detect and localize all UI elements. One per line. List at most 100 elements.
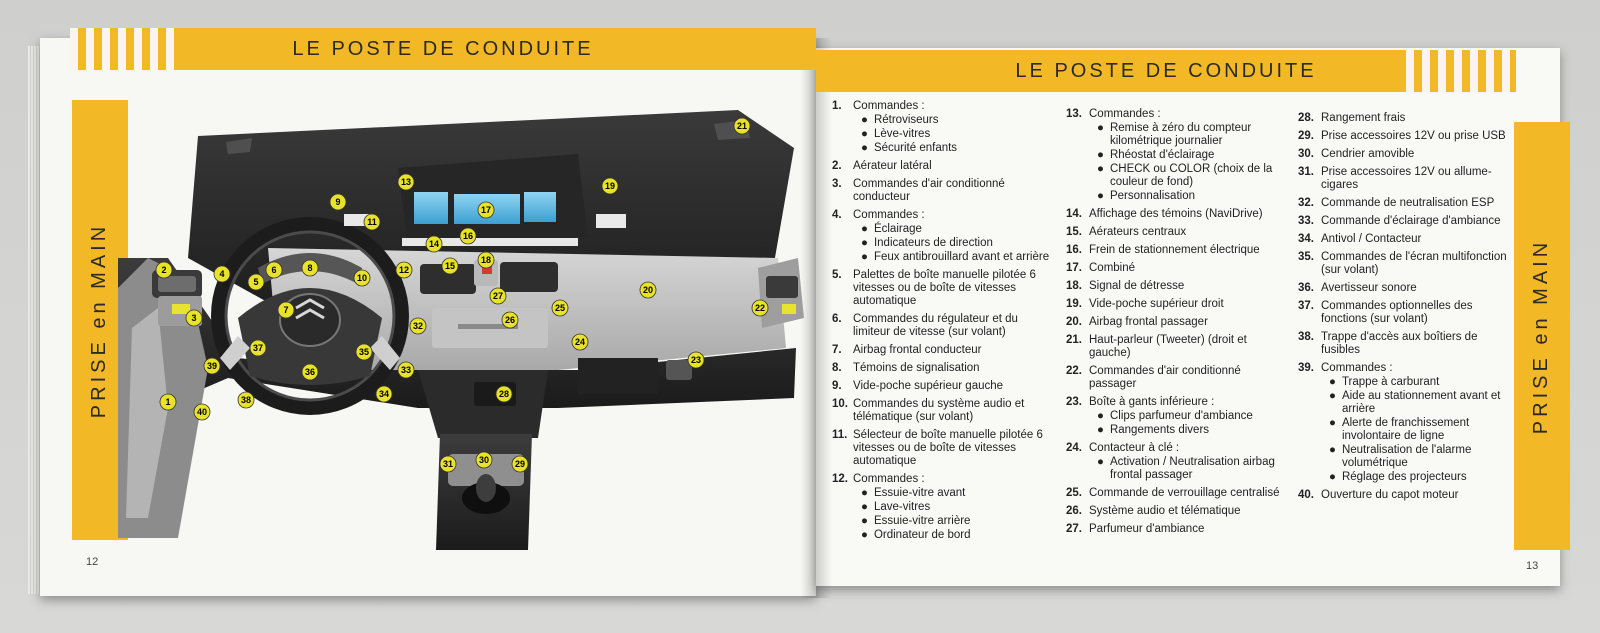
legend-column-2: 13.Commandes :●Remise à zéro du compteur…: [1066, 108, 1290, 541]
legend-item-body: Signal de détresse: [1089, 280, 1290, 293]
legend-item-body: Affichage des témoins (NaviDrive): [1089, 208, 1290, 221]
legend-item-text: Commandes d'air conditionné passager: [1089, 365, 1241, 390]
svg-text:22: 22: [755, 303, 765, 313]
page-number-right: 13: [1526, 560, 1539, 572]
callout-24: 24: [571, 333, 589, 351]
bullet-icon: ●: [861, 515, 868, 527]
callout-27: 27: [489, 287, 507, 305]
legend-item-text: Sélecteur de boîte manuelle pilotée 6 vi…: [853, 429, 1043, 467]
svg-text:2: 2: [161, 265, 166, 275]
legend-subitem: ●Rhéostat d'éclairage: [1089, 149, 1290, 162]
legend-item-number: 9.: [832, 380, 842, 392]
legend-item: 19.Vide-poche supérieur droit: [1066, 298, 1290, 311]
callout-15: 15: [441, 257, 459, 275]
legend-item-body: Commandes du régulateur et du limiteur d…: [853, 313, 1056, 339]
legend-item: 6.Commandes du régulateur et du limiteur…: [832, 313, 1056, 339]
legend-item-body: Prise accessoires 12V ou allume-cigares: [1321, 166, 1510, 192]
svg-text:32: 32: [413, 321, 423, 331]
legend-item-text: Contacteur à clé :: [1089, 442, 1180, 454]
legend-item-body: Sélecteur de boîte manuelle pilotée 6 vi…: [853, 429, 1056, 468]
legend-item-number: 18.: [1066, 280, 1082, 292]
legend-item-number: 23.: [1066, 396, 1082, 408]
legend-item-body: Commandes :●Éclairage●Indicateurs de dir…: [853, 209, 1056, 264]
svg-text:14: 14: [429, 239, 439, 249]
legend-item-number: 13.: [1066, 108, 1082, 120]
legend-subitem: ●Activation / Neutralisation airbag fron…: [1089, 456, 1290, 482]
svg-text:33: 33: [401, 365, 411, 375]
svg-text:38: 38: [241, 395, 251, 405]
legend-item-text: Cendrier amovible: [1321, 148, 1415, 160]
legend-item: 25.Commande de verrouillage centralisé: [1066, 487, 1290, 500]
bullet-icon: ●: [1097, 456, 1104, 468]
svg-text:27: 27: [493, 291, 503, 301]
legend-item-text: Ouverture du capot moteur: [1321, 489, 1459, 501]
legend-item-body: Commandes :●Rétroviseurs●Lève-vitres●Séc…: [853, 100, 1056, 155]
svg-text:10: 10: [357, 273, 367, 283]
legend-item: 34.Antivol / Contacteur: [1298, 233, 1510, 246]
legend-item-body: Rangement frais: [1321, 112, 1510, 125]
legend-item-body: Commande d'éclairage d'ambiance: [1321, 215, 1510, 228]
legend-item-text: Antivol / Contacteur: [1321, 233, 1422, 245]
callout-12: 12: [395, 261, 413, 279]
right-page-title: LE POSTE DE CONDUITE: [1015, 59, 1317, 82]
legend-item: 30.Cendrier amovible: [1298, 148, 1510, 161]
legend-item-number: 14.: [1066, 208, 1082, 220]
callout-25: 25: [551, 299, 569, 317]
legend-item-number: 10.: [832, 398, 848, 410]
legend-item-number: 17.: [1066, 262, 1082, 274]
bullet-icon: ●: [1329, 376, 1336, 388]
legend-item-number: 26.: [1066, 505, 1082, 517]
legend-item: 15.Aérateurs centraux: [1066, 226, 1290, 239]
legend-item: 2.Aérateur latéral: [832, 160, 1056, 173]
legend-item: 24.Contacteur à clé :●Activation / Neutr…: [1066, 442, 1290, 482]
legend-item-text: Airbag frontal conducteur: [853, 344, 982, 356]
legend-item-number: 37.: [1298, 300, 1314, 312]
legend-item-body: Frein de stationnement électrique: [1089, 244, 1290, 257]
legend-subitem-text: Neutralisation de l'alarme volumétrique: [1341, 444, 1472, 469]
legend-item: 38.Trappe d'accès aux boîtiers de fusibl…: [1298, 331, 1510, 357]
legend-subitem-text: Feux antibrouillard avant et arrière: [873, 251, 1050, 263]
legend-subitem-text: Trappe à carburant: [1341, 376, 1440, 388]
legend-item-body: Témoins de signalisation: [853, 362, 1056, 375]
legend-item-body: Aérateurs centraux: [1089, 226, 1290, 239]
legend-item: 26. Système audio et télématique: [1066, 505, 1290, 518]
callout-23: 23: [687, 351, 705, 369]
legend-item-text: Commandes :: [1321, 362, 1393, 374]
legend-item-number: 33.: [1298, 215, 1314, 227]
legend-subitem-text: Essuie-vitre arrière: [873, 515, 971, 527]
legend-item-body: Ouverture du capot moteur: [1321, 489, 1510, 502]
legend-subitem: ●Lave-vitres: [853, 501, 1056, 514]
legend-subitem: ●Éclairage: [853, 223, 1056, 236]
bullet-icon: ●: [861, 487, 868, 499]
legend-item: 36.Avertisseur sonore: [1298, 282, 1510, 295]
legend-item-text: Prise accessoires 12V ou allume-cigares: [1321, 166, 1492, 191]
legend-item-body: Commandes du système audio et télématiqu…: [853, 398, 1056, 424]
legend-item-body: Système audio et télématique: [1089, 505, 1290, 518]
legend-item-body: Aérateur latéral: [853, 160, 1056, 173]
legend-item-number: 20.: [1066, 316, 1082, 328]
callout-19: 19: [601, 177, 619, 195]
legend-item-text: Affichage des témoins (NaviDrive): [1089, 208, 1263, 220]
callout-32: 32: [409, 317, 427, 335]
legend-item-number: 35.: [1298, 251, 1314, 263]
legend-item: 4.Commandes :●Éclairage●Indicateurs de d…: [832, 209, 1056, 264]
left-header-band: LE POSTE DE CONDUITE: [70, 28, 816, 70]
legend-item-body: Commandes d'air conditionné conducteur: [853, 178, 1056, 204]
legend-item-body: Parfumeur d'ambiance: [1089, 523, 1290, 536]
legend-item-body: Palettes de boîte manuelle pilotée 6 vit…: [853, 269, 1056, 308]
legend-item-body: Commandes optionnelles des fonctions (su…: [1321, 300, 1510, 326]
svg-text:28: 28: [499, 389, 509, 399]
legend-item-text: Témoins de signalisation: [853, 362, 980, 374]
bullet-icon: ●: [1329, 390, 1336, 402]
callout-9: 9: [329, 193, 347, 211]
legend-item: 32.Commande de neutralisation ESP: [1298, 197, 1510, 210]
legend-column-1: 1.Commandes :●Rétroviseurs●Lève-vitres●S…: [832, 100, 1056, 547]
svg-text:31: 31: [443, 459, 453, 469]
svg-text:25: 25: [555, 303, 565, 313]
legend-item: 20.Airbag frontal passager: [1066, 316, 1290, 329]
book-gutter: [800, 38, 832, 598]
legend-item-text: Aérateur latéral: [853, 160, 932, 172]
right-header-band: LE POSTE DE CONDUITE: [816, 50, 1516, 92]
legend-item-body: Commandes de l'écran multifonction (sur …: [1321, 251, 1510, 277]
